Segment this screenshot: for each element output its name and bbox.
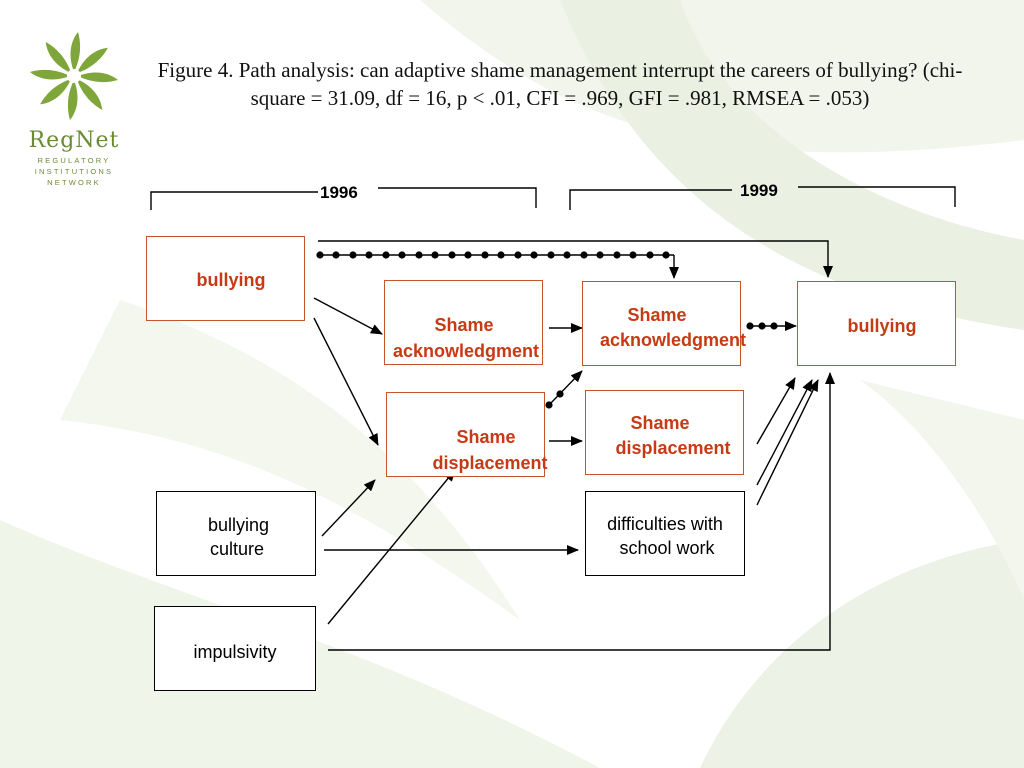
node-shame-ack-1996-line2: acknowledgment xyxy=(392,341,540,361)
node-bullying-1996-label: bullying xyxy=(196,270,266,290)
dotted-arrow-ack1999-to-bullying1999 xyxy=(746,321,797,331)
node-impulsivity xyxy=(154,606,316,691)
node-bullying-1999 xyxy=(797,281,956,366)
node-school-work-line1: difficulties with xyxy=(607,514,723,534)
logo-subtitle-line-1: REGULATORY xyxy=(37,156,111,165)
node-shame-ack-1999-line2: acknowledgment xyxy=(599,330,747,350)
node-shame-disp-1999 xyxy=(585,390,744,475)
arrow-impulsivity-to-disp1996 xyxy=(327,469,456,625)
arrow-schoolwork-to-bullying1999-a xyxy=(756,379,813,486)
logo-subtitle-line-3: NETWORK xyxy=(47,178,101,187)
logo-wordmark: RegNet xyxy=(28,128,120,153)
arrow-bullying1996-to-ack1996 xyxy=(313,297,383,335)
node-bullying-1996 xyxy=(146,236,305,321)
regnet-emblem-icon xyxy=(30,32,118,120)
node-bullying-culture-line2: culture xyxy=(209,539,265,559)
node-shame-disp-1999-line2: displacement xyxy=(615,438,731,458)
node-shame-disp-1996-line2: displacement xyxy=(432,453,548,473)
arrow-impulsivity-to-bullying1999 xyxy=(328,372,835,651)
node-shame-disp-1996-line1: Shame xyxy=(456,427,516,447)
year-label-1999: 1999 xyxy=(740,181,778,200)
figure-title: Figure 4. Path analysis: can adaptive sh… xyxy=(157,58,963,110)
arrow-bullying1996-to-disp1996 xyxy=(313,317,379,446)
timeline-bracket-1999 xyxy=(569,186,956,210)
node-bullying-culture xyxy=(156,491,316,576)
logo-subtitle-line-2: INSTITUTIONS xyxy=(34,167,114,176)
dotted-arrow-bullying1996-to-ack1999 xyxy=(316,251,679,279)
node-shame-ack-1996-line1: Shame xyxy=(434,315,494,335)
timeline-bracket-1996 xyxy=(150,187,537,210)
node-bullying-1999-label: bullying xyxy=(847,316,917,336)
arrow-bullying1996-to-bullying1999 xyxy=(318,240,833,278)
node-shame-disp-1999-line1: Shame xyxy=(630,413,690,433)
arrow-culture-to-disp1996 xyxy=(321,479,376,537)
node-school-work-line2: school work xyxy=(619,538,715,558)
year-label-1996: 1996 xyxy=(320,183,358,202)
node-shame-ack-1999-line1: Shame xyxy=(627,305,687,325)
arrow-schoolwork-to-bullying1999-b xyxy=(756,379,819,506)
node-school-work xyxy=(585,491,745,576)
node-impulsivity-label: impulsivity xyxy=(193,642,277,662)
node-shame-ack-1999 xyxy=(582,281,741,366)
node-bullying-culture-line1: bullying xyxy=(207,515,270,535)
regnet-logo: RegNet REGULATORY INSTITUTIONS NETWORK xyxy=(18,28,130,187)
dotted-arrow-disp1996-to-ack1999 xyxy=(545,370,583,409)
arrow-disp1999-to-bullying1999 xyxy=(756,377,796,445)
node-shame-disp-1996 xyxy=(386,392,545,477)
node-shame-ack-1996 xyxy=(384,280,543,365)
